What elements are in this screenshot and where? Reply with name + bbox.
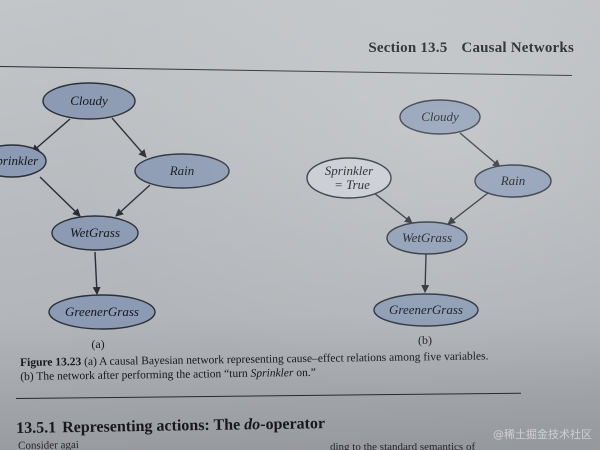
node-a-greenergrass-label: GreenerGrass [65, 304, 139, 319]
caption-text-2: on.” [293, 366, 316, 380]
caption-italic: Sprinkler [250, 367, 294, 380]
node-a-wetgrass: WetGrass [51, 215, 139, 251]
node-b-wetgrass: WetGrass [386, 221, 468, 255]
node-a-sprinkler: Sprinkler [0, 144, 47, 178]
section-title: Causal Networks [461, 40, 574, 56]
node-b-rain-label: Rain [500, 173, 526, 188]
panel-a-label: (a) [91, 337, 104, 351]
subsection-do: do [244, 416, 261, 434]
node-b-greenergrass: GreenerGrass [373, 293, 479, 327]
panel-a-edges [31, 117, 151, 295]
edge-a-cloudy-rain [111, 117, 147, 158]
edge-a-sprinkler-wetgrass [39, 176, 81, 217]
node-b-cloudy-label: Cloudy [421, 109, 459, 124]
node-a-rain-label: Rain [169, 163, 195, 178]
edge-b-rain-wetgrass [447, 192, 489, 225]
edge-a-wetgrass-greenergrass [92, 251, 101, 295]
panel-b-edges [373, 132, 501, 293]
subsection-suffix: -operator [260, 415, 326, 434]
panel-b-label: (b) [418, 333, 432, 347]
node-a-cloudy-label: Cloudy [70, 93, 108, 108]
subsection-title: Representing actions: The [61, 416, 245, 437]
node-a-rain: Rain [134, 153, 230, 189]
node-b-sprinkler: Sprinkler = True [306, 157, 392, 199]
watermark: @稀土掘金技术社区 [493, 428, 592, 441]
running-head: Section 13.5 Causal Networks [368, 40, 574, 57]
edge-a-cloudy-sprinkler [31, 118, 71, 153]
body-text-fragment-right: ding to the standard semantics of [330, 441, 476, 450]
section-number: Section 13.5 [368, 40, 448, 56]
node-b-wetgrass-label: WetGrass [402, 230, 452, 245]
subsection-number: 13.5.1 [16, 419, 57, 437]
figure-number: Figure 13.23 [20, 356, 82, 369]
body-text-fragment: Consider agai [18, 439, 79, 450]
node-a-cloudy: Cloudy [42, 82, 136, 120]
edge-b-cloudy-rain [459, 132, 501, 168]
node-b-sprinkler-label-line1: Sprinkler [325, 163, 374, 178]
edge-a-rain-wetgrass [115, 184, 151, 217]
node-b-cloudy: Cloudy [399, 99, 481, 135]
node-b-rain: Rain [474, 164, 552, 198]
node-a-greenergrass: GreenerGrass [48, 294, 156, 330]
node-a-wetgrass-label: WetGrass [70, 225, 120, 240]
node-b-greenergrass-label: GreenerGrass [389, 302, 463, 317]
node-b-sprinkler-label-line2: = True [334, 177, 370, 192]
edge-b-sprinkler-wetgrass [373, 192, 413, 224]
edge-b-wetgrass-greenergrass [421, 253, 430, 293]
node-a-sprinkler-label: Sprinkler [0, 153, 39, 168]
